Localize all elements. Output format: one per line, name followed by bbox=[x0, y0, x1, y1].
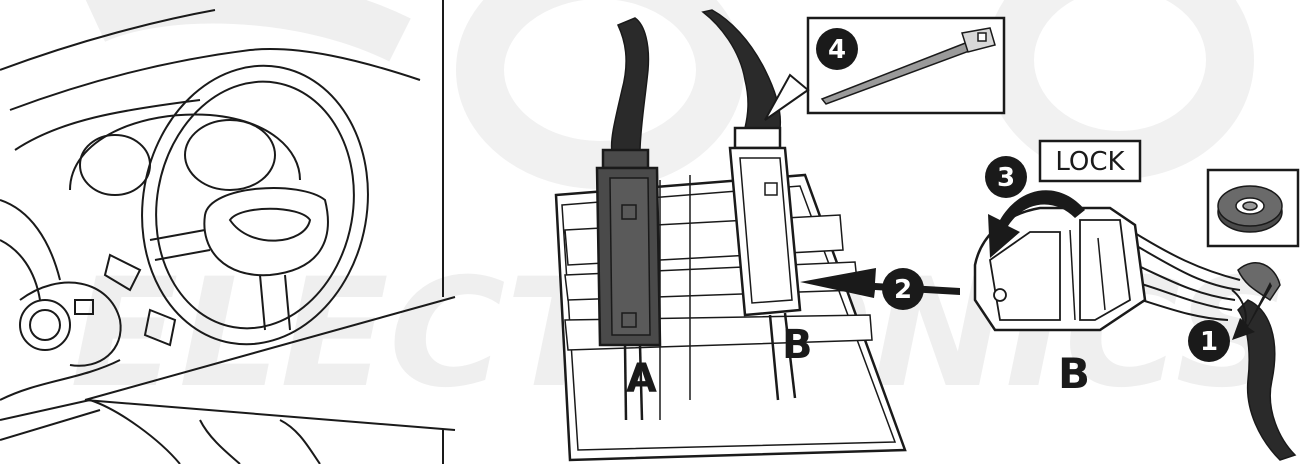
step-2-number: 2 bbox=[894, 275, 912, 305]
connector-b-plug-label: B bbox=[1058, 349, 1090, 398]
connector-a-label: A bbox=[626, 356, 657, 402]
step-4-number: 4 bbox=[828, 35, 846, 65]
step-3-number: 3 bbox=[997, 163, 1015, 193]
tape-roll-callout bbox=[1208, 170, 1298, 246]
connector-b-board-label: B bbox=[782, 322, 813, 368]
cable-tie-callout: 4 bbox=[765, 18, 1004, 120]
lock-label: LOCK bbox=[1055, 147, 1125, 177]
tape-roll-icon bbox=[1218, 186, 1282, 232]
lock-callout: LOCK bbox=[1040, 141, 1140, 181]
step-1-number: 1 bbox=[1200, 327, 1218, 357]
